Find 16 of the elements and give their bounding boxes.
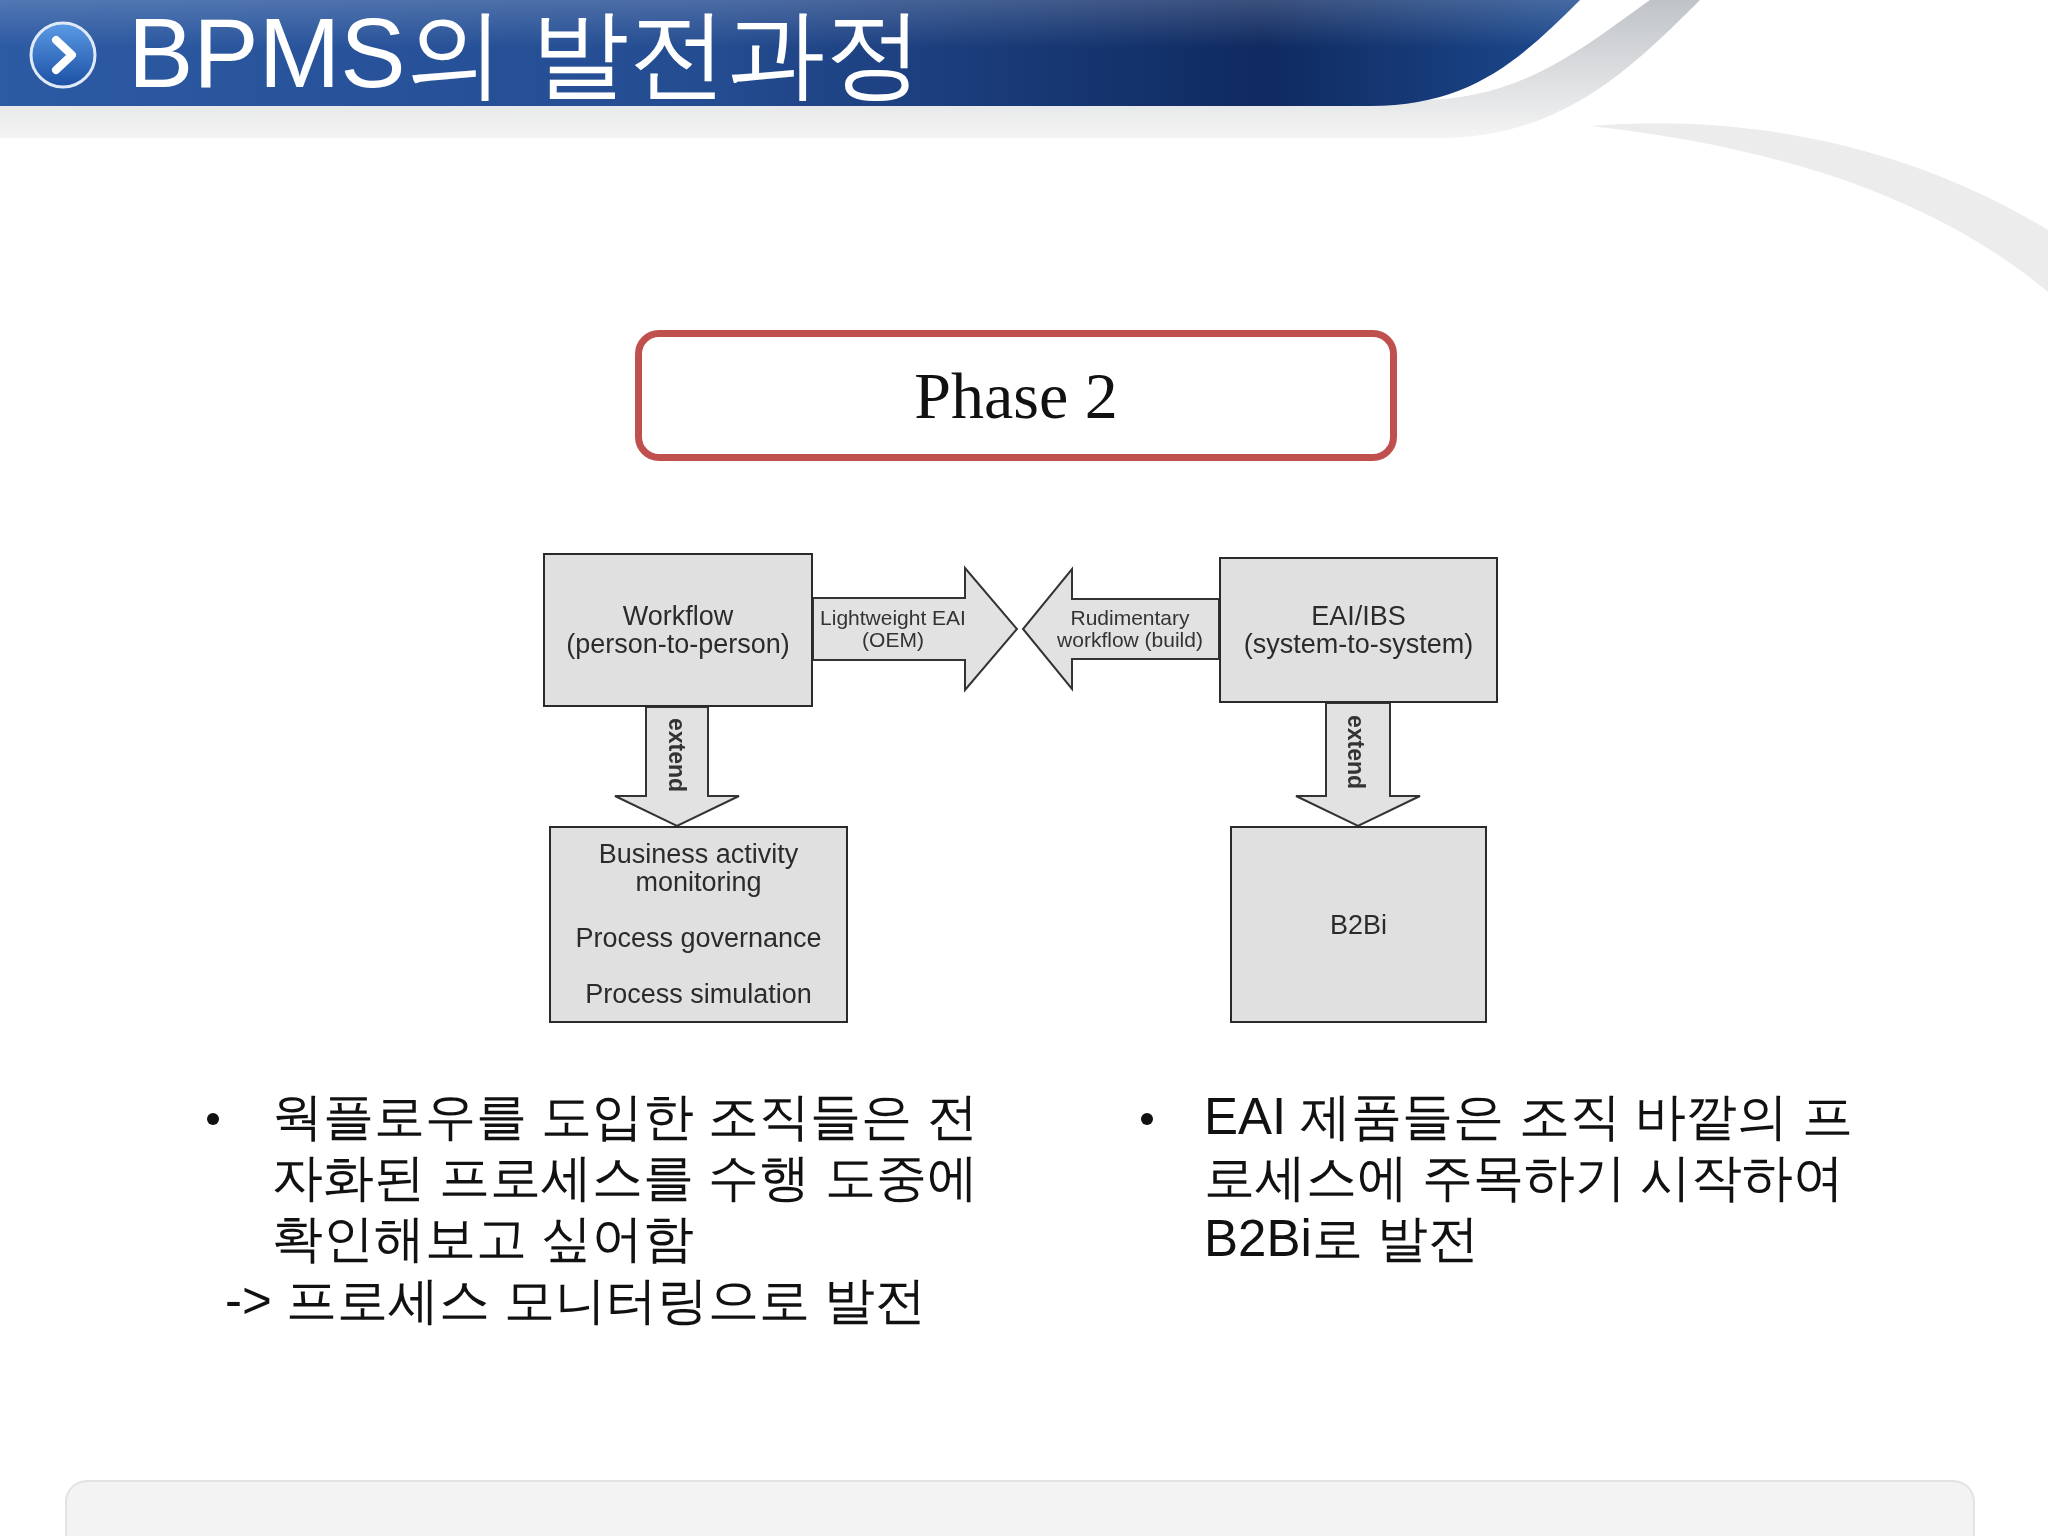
process-box xyxy=(543,553,813,707)
process-label: B2Bi xyxy=(1329,910,1387,939)
process-box xyxy=(1230,826,1487,1023)
slide-title: BPMS의 발전과정 xyxy=(128,0,923,106)
process-box xyxy=(549,826,848,1023)
process-label: Workflow (person-to-person) xyxy=(565,602,791,658)
bullet-text: EAI 제품들은 조직 바깥의 프로세스에 주목하기 시작하여 B2Bi로 발전 xyxy=(1204,1087,1854,1269)
process-label: Process simulation xyxy=(585,980,812,1008)
phase-box xyxy=(635,330,1397,461)
process-label: EAI/IBS (system-to-system) xyxy=(1242,602,1475,658)
bullet-text: 웍플로우를 도입한 조직들은 전자화된 프로세스를 수행 도중에 확인해보고 싶어함 xyxy=(272,1087,979,1269)
process-box xyxy=(1219,557,1498,703)
note-text: -> 프로세스 모니터링으로 발전 xyxy=(225,1271,928,1331)
process-label: Process governance xyxy=(575,924,822,952)
phase-title: Phase 2 xyxy=(914,357,1118,434)
process-label: Business activity monitoring xyxy=(597,840,800,896)
